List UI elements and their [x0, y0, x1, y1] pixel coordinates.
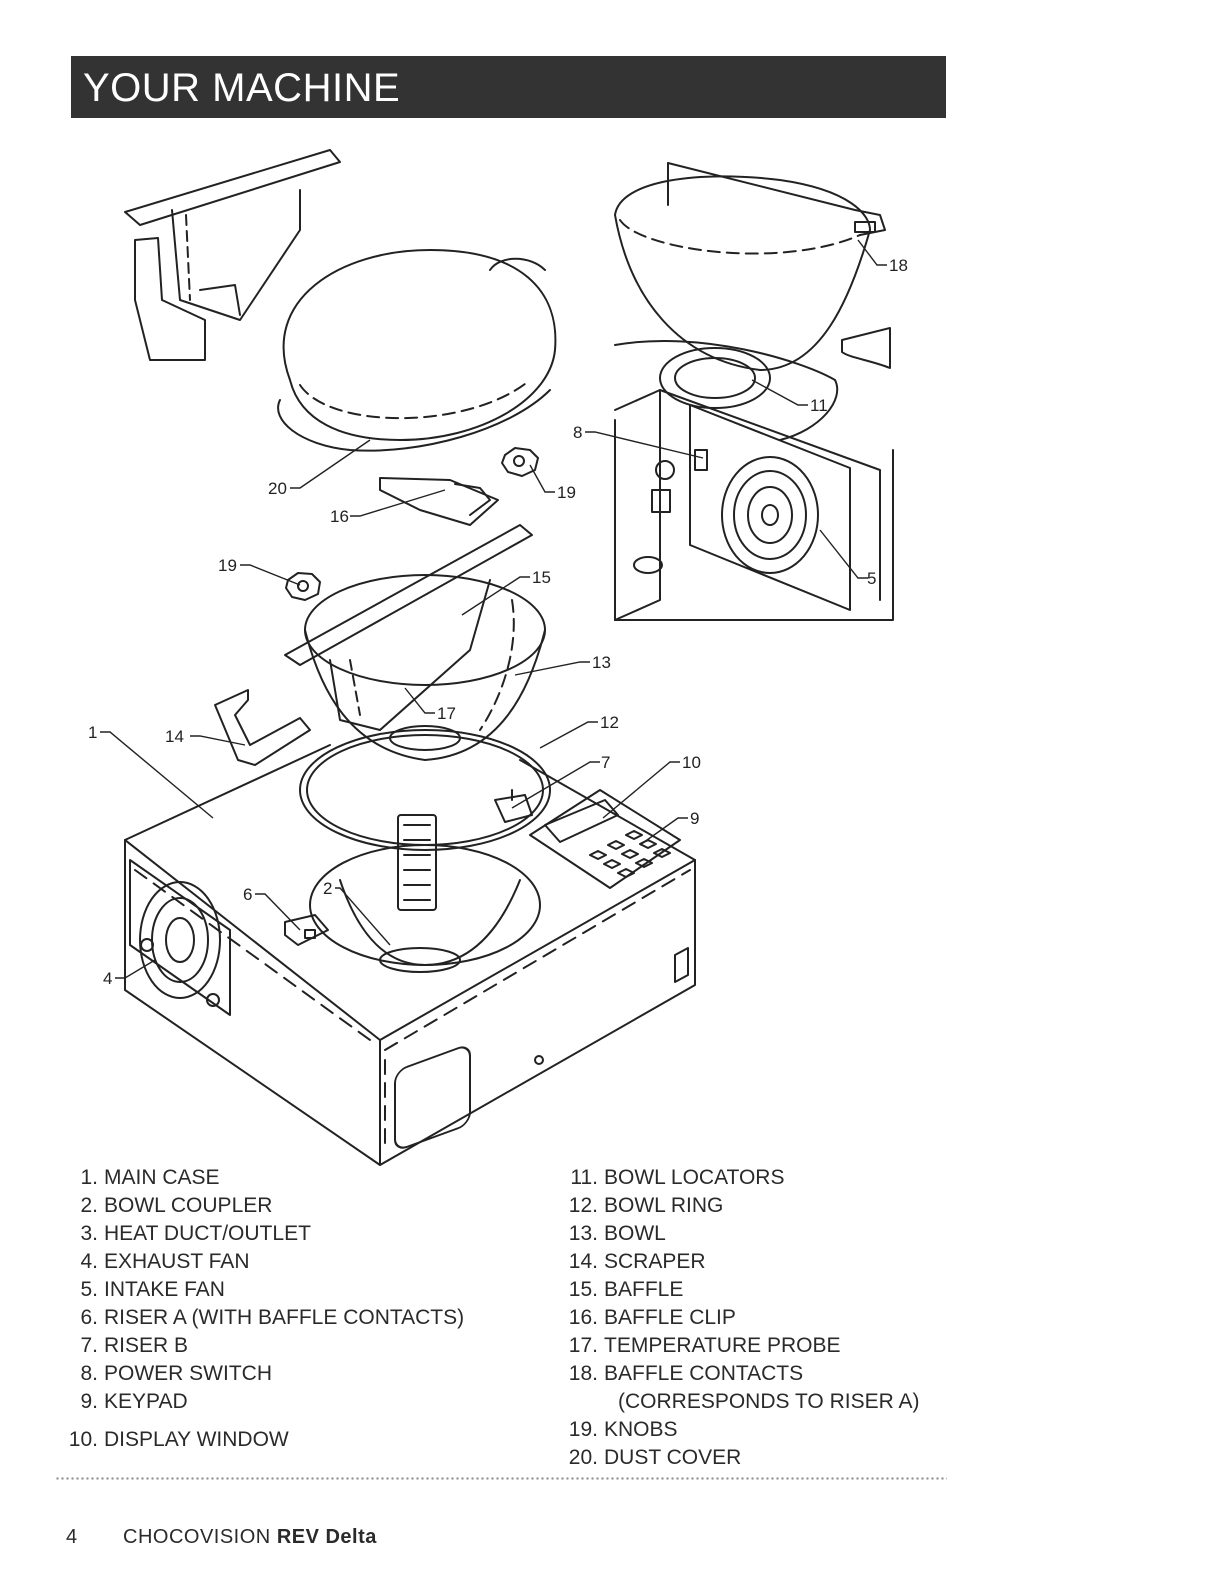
list-item: 7.RISER B	[80, 1334, 189, 1357]
list-item: 14.SCRAPER	[568, 1250, 706, 1273]
callout-5: 5	[867, 569, 876, 588]
list-item: 5.INTAKE FAN	[80, 1278, 225, 1301]
callout-20: 20	[268, 479, 287, 498]
callout-19-left: 19	[218, 556, 237, 575]
list-item: 3.HEAT DUCT/OUTLET	[80, 1222, 311, 1245]
scraper-arm-drawing	[124, 149, 341, 361]
callout-10: 10	[682, 753, 701, 772]
callout-4: 4	[103, 969, 112, 988]
list-item: 10.DISPLAY WINDOW	[68, 1428, 289, 1451]
part-18-note: (CORRESPONDS TO RISER A)	[618, 1390, 920, 1413]
callout-6: 6	[243, 885, 252, 904]
list-item: 16.BAFFLE CLIP	[568, 1306, 736, 1329]
inset-rear-view	[614, 162, 894, 621]
callout-9: 9	[690, 809, 699, 828]
callout-7: 7	[601, 753, 610, 772]
list-item: 18.BAFFLE CONTACTS	[568, 1362, 804, 1385]
list-item: 11.BOWL LOCATORS	[570, 1166, 785, 1189]
section-title: YOUR MACHINE	[83, 66, 401, 110]
parts-list-left: 1.MAIN CASE 2.BOWL COUPLER 3.HEAT DUCT/O…	[58, 1164, 464, 1454]
list-item: 20.DUST COVER	[568, 1446, 742, 1469]
knob-drawing	[501, 447, 539, 477]
list-item: 12.BOWL RING	[568, 1194, 724, 1217]
section-header: YOUR MACHINE	[71, 56, 946, 118]
callout-14: 14	[165, 727, 184, 746]
callout-2: 2	[323, 879, 332, 898]
callout-16: 16	[330, 507, 349, 526]
callout-19-right: 19	[557, 483, 576, 502]
baffle-clip-drawing	[379, 477, 499, 526]
exploded-machine-diagram: 1 2 4 5 6 7 8 9 10 11 12 13 14 15 16 17 …	[88, 149, 908, 1166]
knob-drawing	[285, 572, 321, 601]
list-item: 2.BOWL COUPLER	[80, 1194, 273, 1217]
brand-name: CHOCOVISION	[123, 1526, 271, 1548]
list-item: 1.MAIN CASE	[80, 1166, 220, 1189]
list-item: 8.POWER SWITCH	[80, 1362, 272, 1385]
callout-17: 17	[437, 704, 456, 723]
list-item: 6.RISER A (WITH BAFFLE CONTACTS)	[80, 1306, 465, 1329]
parts-list-right: 11.BOWL LOCATORS 12.BOWL RING 13.BOWL 14…	[558, 1164, 841, 1472]
callout-numbers: 1 2 4 5 6 7 8 9 10 11 12 13 14 15 16 17 …	[88, 256, 908, 988]
main-case-drawing	[124, 744, 696, 1166]
callout-1: 1	[88, 723, 97, 742]
callout-11: 11	[810, 396, 828, 415]
list-item: 13.BOWL	[568, 1222, 666, 1245]
footer-divider	[55, 1476, 947, 1481]
callout-18: 18	[889, 256, 908, 275]
list-item: 15.BAFFLE	[568, 1278, 684, 1301]
model-name: REV Delta	[276, 1526, 377, 1548]
list-item: 4.EXHAUST FAN	[80, 1250, 250, 1273]
baffle-drawing	[284, 524, 533, 731]
callout-8: 8	[573, 423, 582, 442]
dust-cover-drawing	[277, 249, 557, 452]
callout-13: 13	[592, 653, 611, 672]
callout-leaders	[100, 239, 887, 979]
list-item: 17.TEMPERATURE PROBE	[568, 1334, 841, 1357]
bowl-drawing	[304, 574, 546, 761]
scraper-drawing	[214, 689, 311, 766]
list-item: 19.KNOBS	[568, 1418, 678, 1441]
callout-12: 12	[600, 713, 619, 732]
callout-15: 15	[532, 568, 551, 587]
footer-brand: CHOCOVISION REV Delta	[123, 1526, 377, 1549]
list-item: 9.KEYPAD	[80, 1390, 188, 1413]
page-number: 4	[66, 1526, 78, 1548]
